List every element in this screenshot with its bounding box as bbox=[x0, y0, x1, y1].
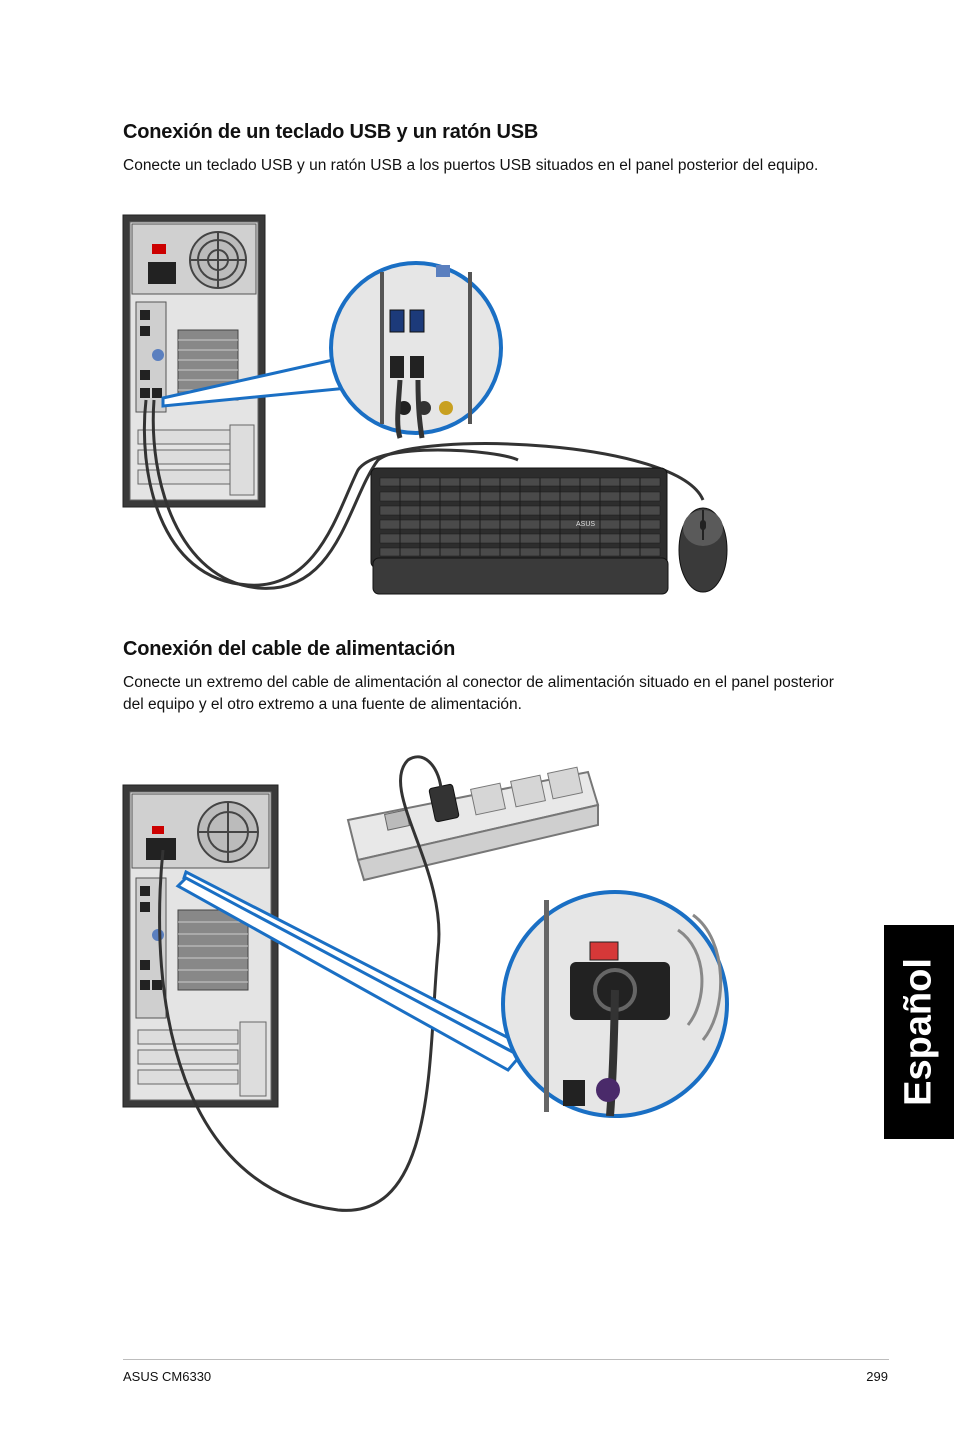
mouse-cable bbox=[151, 399, 705, 590]
footer-page-number: 299 bbox=[866, 1369, 888, 1384]
keyboard-cable bbox=[142, 399, 519, 587]
usb-port-callout bbox=[161, 261, 503, 439]
power-illustration-svg bbox=[122, 755, 729, 1212]
keyboard-brand: ASUS bbox=[576, 521, 595, 528]
section-body-power: Conecte un extremo del cable de alimenta… bbox=[123, 674, 834, 713]
usb-illustration-svg: ASUS bbox=[122, 214, 728, 595]
section-heading-power: Conexión del cable de alimentación bbox=[123, 638, 456, 660]
keyboard: ASUS bbox=[370, 467, 669, 595]
power-connector-callout bbox=[175, 869, 729, 1118]
footer-model: ASUS CM6330 bbox=[123, 1369, 212, 1384]
language-side-tab: Español bbox=[884, 925, 954, 1139]
section-body-usb: Conecte un teclado USB y un ratón USB a … bbox=[123, 157, 819, 174]
section-heading-usb: Conexión de un teclado USB y un ratón US… bbox=[123, 121, 539, 143]
pc-tower-rear-2 bbox=[122, 784, 279, 1108]
pc-tower-rear bbox=[122, 214, 266, 508]
language-side-tab-label: Español bbox=[897, 958, 940, 1106]
usb-connection-illustration: ASUS bbox=[118, 210, 768, 605]
power-cable bbox=[158, 755, 443, 1212]
power-connection-illustration bbox=[118, 750, 738, 1220]
footer-divider bbox=[123, 1359, 889, 1360]
power-strip bbox=[346, 766, 600, 882]
mouse bbox=[678, 507, 728, 593]
